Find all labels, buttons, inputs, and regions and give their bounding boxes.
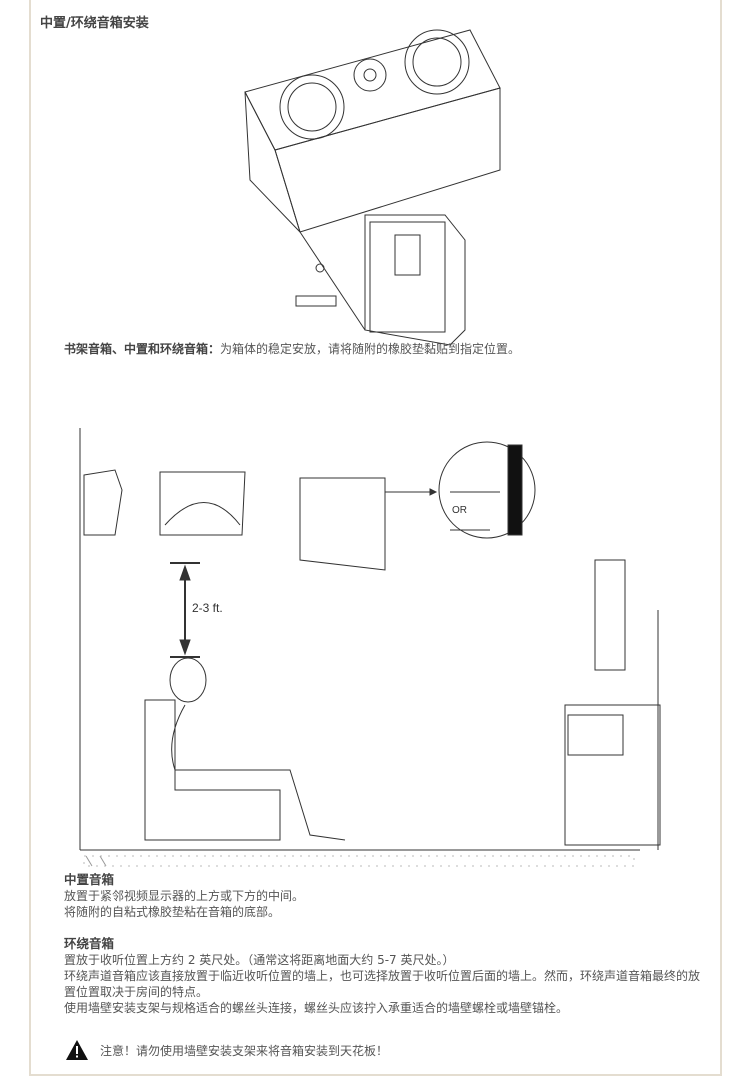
page-title: 中置/环绕音箱安装 [40,16,149,31]
or-label: OR [452,505,467,516]
caption: 书架音箱、中置和环绕音箱：为箱体的稳定安放，请将随附的橡胶垫黏贴到指定位置。 [64,340,520,357]
warning: 注意！请勿使用墙壁安装支架来将音箱安装到天花板！ [66,1040,388,1060]
warning-text: 注意！请勿使用墙壁安装支架来将音箱安装到天花板！ [100,1043,389,1058]
caption-text: 为箱体的稳定安放，请将随附的橡胶垫黏贴到指定位置。 [220,342,521,356]
surround-heading: 环绕音箱 [64,936,115,951]
caption-bold: 书架音箱、中置和环绕音箱： [64,342,221,356]
center-speaker-drawing [244,29,501,346]
surround-line: 置放于收听位置上方约 2 英尺处。（通常这将距离地面大约 5-7 英尺处。） [64,953,455,967]
page-frame [29,0,722,1076]
warning-icon [66,1040,88,1060]
distance-label: 2-3 ft. [192,601,223,615]
center-line: 放置于紧邻视频显示器的上方或下方的中间。 [64,889,305,903]
center-line: 将随附的自粘式橡胶垫粘在音箱的底部。 [64,905,281,919]
speaker-illustrations: 2-3 ft. OR [79,29,661,867]
surround-line: 使用墙壁安装支架与规格适合的螺丝头连接，螺丝头应该拧入承重适合的墙壁螺栓或墙壁锚… [64,1001,569,1015]
instructions: 中置音箱 放置于紧邻视频显示器的上方或下方的中间。 将随附的自粘式橡胶垫粘在音箱… [64,872,704,1016]
center-heading: 中置音箱 [64,872,115,887]
room-scene [79,428,661,867]
surround-line: 环绕声道音箱应该直接放置于临近收听位置的墙上，也可选择放置于收听位置后面的墙上。… [64,969,701,999]
